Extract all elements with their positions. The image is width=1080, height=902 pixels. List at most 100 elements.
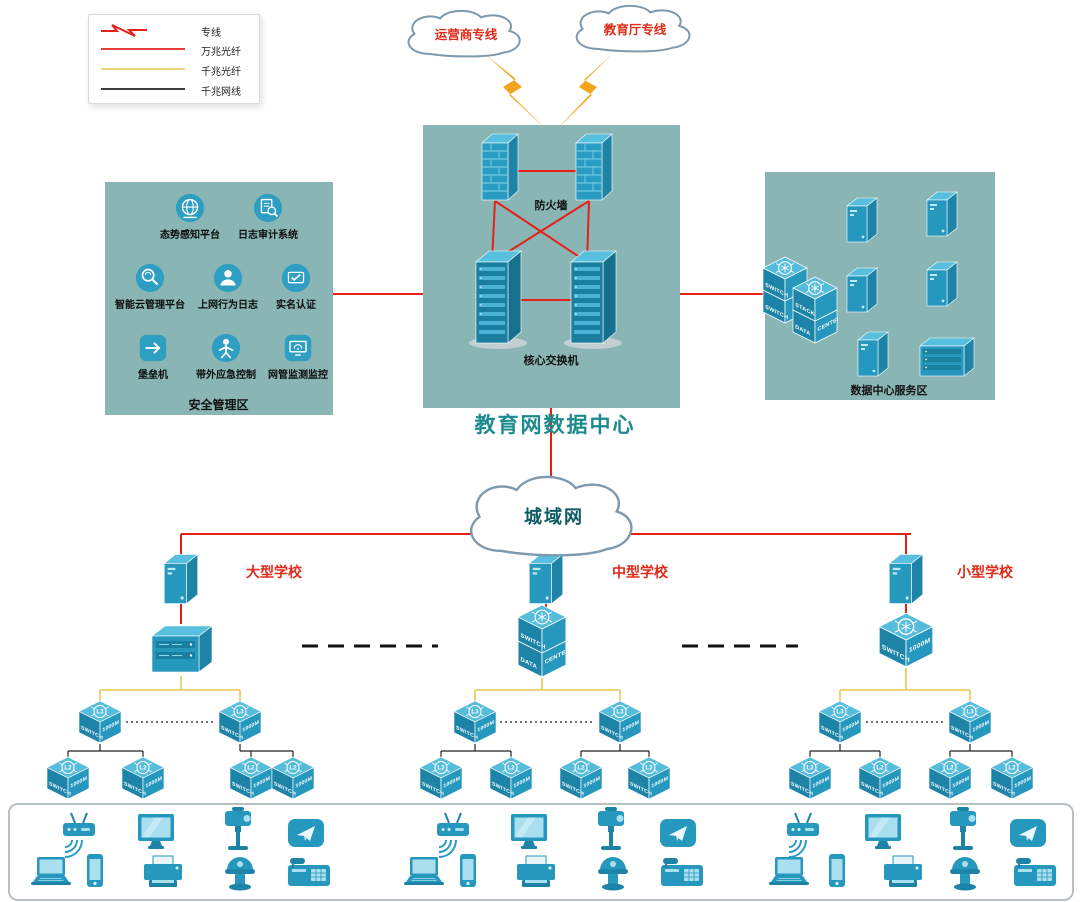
legend-item-10g-fiber: 万兆光纤: [201, 47, 241, 58]
message-icon: [660, 819, 696, 847]
school-label-large: 大型学校: [246, 564, 302, 580]
fax-icon: [1014, 858, 1056, 886]
security-item-label: 态势感知平台: [160, 230, 220, 241]
printer-icon: [144, 855, 182, 887]
security-item-label: 日志审计系统: [238, 230, 298, 241]
monitor-icon: [865, 814, 901, 849]
security-zone-panel: [105, 182, 333, 415]
wireless-ap-icon: [437, 812, 469, 858]
security-item-bastion-host: 堡垒机: [111, 332, 195, 381]
wireless-ap-icon: [63, 812, 95, 858]
laptop-icon: [31, 857, 71, 885]
svg-text:L3: L3: [616, 709, 624, 716]
log-audit-icon: [253, 193, 283, 223]
legend: 专线 万兆光纤 千兆光纤 千兆网线: [88, 14, 260, 104]
monitor-icon: [138, 814, 174, 849]
core-switch-icon: [564, 250, 622, 349]
server-tower-icon: [888, 553, 924, 605]
metro-network-cloud-icon: [456, 472, 652, 558]
emergency-control-icon: [211, 333, 241, 363]
smartphone-icon: [460, 854, 476, 887]
server-tower-icon: [926, 261, 958, 307]
wireless-ap-icon: [787, 812, 819, 858]
core-switch-label: 核心交换机: [523, 355, 579, 367]
svg-text:L2: L2: [247, 765, 255, 772]
security-item-label: 智能云管理平台: [115, 300, 185, 311]
svg-text:L2: L2: [1008, 765, 1016, 772]
bastion-host-icon: [139, 334, 167, 362]
ptz-camera-icon: [598, 807, 624, 850]
svg-text:L2: L2: [437, 765, 445, 772]
firewall-icon: [575, 133, 613, 201]
network-monitor-icon: [284, 334, 312, 362]
situational-awareness-icon: [175, 193, 205, 223]
security-item-network-monitor: 网管监测监控: [256, 332, 340, 381]
core-switch-icon: [469, 250, 527, 349]
dome-camera-icon: [950, 857, 980, 891]
message-icon: [1010, 819, 1046, 847]
education-cloud-label: 教育厅专线: [603, 23, 667, 37]
security-item-label: 实名认证: [276, 300, 316, 311]
security-item-situational-awareness: 态势感知平台: [148, 192, 232, 241]
smartphone-icon: [87, 854, 103, 887]
ptz-camera-icon: [225, 807, 251, 850]
smartphone-icon: [829, 854, 845, 887]
server-tower-icon: [926, 191, 958, 237]
server-tower-icon: [857, 331, 889, 377]
datacenter-title: 教育网数据中心: [474, 414, 636, 437]
svg-text:L2: L2: [139, 765, 147, 772]
security-item-behavior-log: 上网行为日志: [186, 262, 270, 311]
fax-icon: [661, 858, 703, 886]
svg-text:L2: L2: [64, 765, 72, 772]
firewall-icon: [481, 133, 519, 201]
rack-server-icon: [919, 337, 975, 377]
dedicated-line-icon: [101, 24, 147, 37]
printer-icon: [884, 855, 922, 887]
legend-item-dedicated: 专线: [201, 28, 221, 39]
lightning-bolt-icon: [486, 55, 547, 130]
svg-text:L2: L2: [645, 765, 653, 772]
security-item-label: 上网行为日志: [198, 300, 258, 311]
security-item-real-name-auth: 实名认证: [254, 262, 338, 311]
monitor-icon: [511, 814, 547, 849]
server-tower-icon: [846, 197, 878, 243]
laptop-icon: [404, 857, 444, 885]
server-tower-icon: [528, 553, 564, 605]
svg-text:L2: L2: [876, 765, 884, 772]
dome-camera-icon: [598, 857, 628, 891]
campus-core-switch-icon: [151, 625, 213, 673]
carrier-cloud-label: 运营商专线: [434, 28, 498, 42]
legend-line-samples: [101, 24, 185, 90]
switch-stack-icon: SWITCH: [517, 604, 567, 654]
behavior-log-icon: [213, 263, 243, 293]
legend-item-1g-cable: 千兆网线: [201, 87, 241, 98]
datacenter-zone-panel: [423, 125, 680, 408]
message-icon: [288, 819, 324, 847]
education-cloud-icon: [566, 3, 704, 53]
svg-text:L3: L3: [96, 709, 104, 716]
svg-text:L2: L2: [507, 765, 515, 772]
svg-text:L2: L2: [289, 765, 297, 772]
ptz-camera-icon: [950, 807, 976, 850]
server-tower-icon: [846, 267, 878, 313]
switch-stack-icon: STACK: [792, 276, 838, 322]
svg-text:L3: L3: [836, 709, 844, 716]
